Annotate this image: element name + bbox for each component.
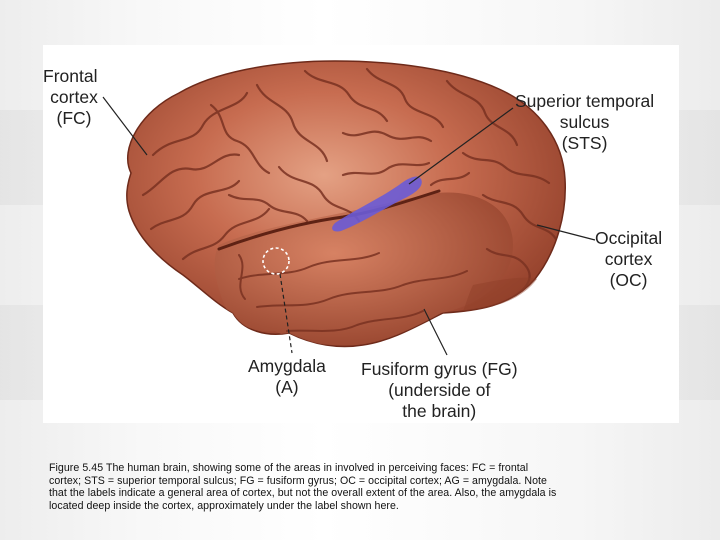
label-fusiform-gyrus: Fusiform gyrus (FG) (underside of the br… (361, 359, 518, 422)
label-occipital-cortex: Occipital cortex (OC) (595, 228, 662, 291)
label-frontal-cortex: Frontal cortex (FC) (43, 66, 105, 129)
label-amygdala: Amygdala (A) (248, 356, 326, 398)
label-fusiform-line2: (underside of (361, 380, 518, 401)
label-sts-line3: (STS) (515, 133, 654, 154)
caption-line-1: Figure 5.45 The human brain, showing som… (49, 462, 679, 475)
caption-line-2: cortex; STS = superior temporal sulcus; … (49, 475, 679, 488)
label-occipital-line1: Occipital (595, 228, 662, 249)
label-amygdala-line1: Amygdala (248, 356, 326, 377)
label-occipital-line2: cortex (595, 249, 662, 270)
label-sts-line1: Superior temporal (515, 91, 654, 112)
label-frontal-line1: Frontal (43, 66, 105, 87)
label-sts-line2: sulcus (515, 112, 654, 133)
label-amygdala-line2: (A) (248, 377, 326, 398)
label-fusiform-line3: the brain) (361, 401, 518, 422)
caption-line-3: that the labels indicate a general area … (49, 487, 679, 500)
caption-line-4: located deep inside the cortex, approxim… (49, 500, 679, 513)
label-superior-temporal-sulcus: Superior temporal sulcus (STS) (515, 91, 654, 154)
figure-caption: Figure 5.45 The human brain, showing som… (49, 462, 679, 512)
brain-figure: Frontal cortex (FC) Superior temporal su… (43, 45, 679, 423)
label-occipital-line3: (OC) (595, 270, 662, 291)
label-fusiform-line1: Fusiform gyrus (FG) (361, 359, 518, 380)
label-frontal-line3: (FC) (43, 108, 105, 129)
label-frontal-line2: cortex (43, 87, 105, 108)
